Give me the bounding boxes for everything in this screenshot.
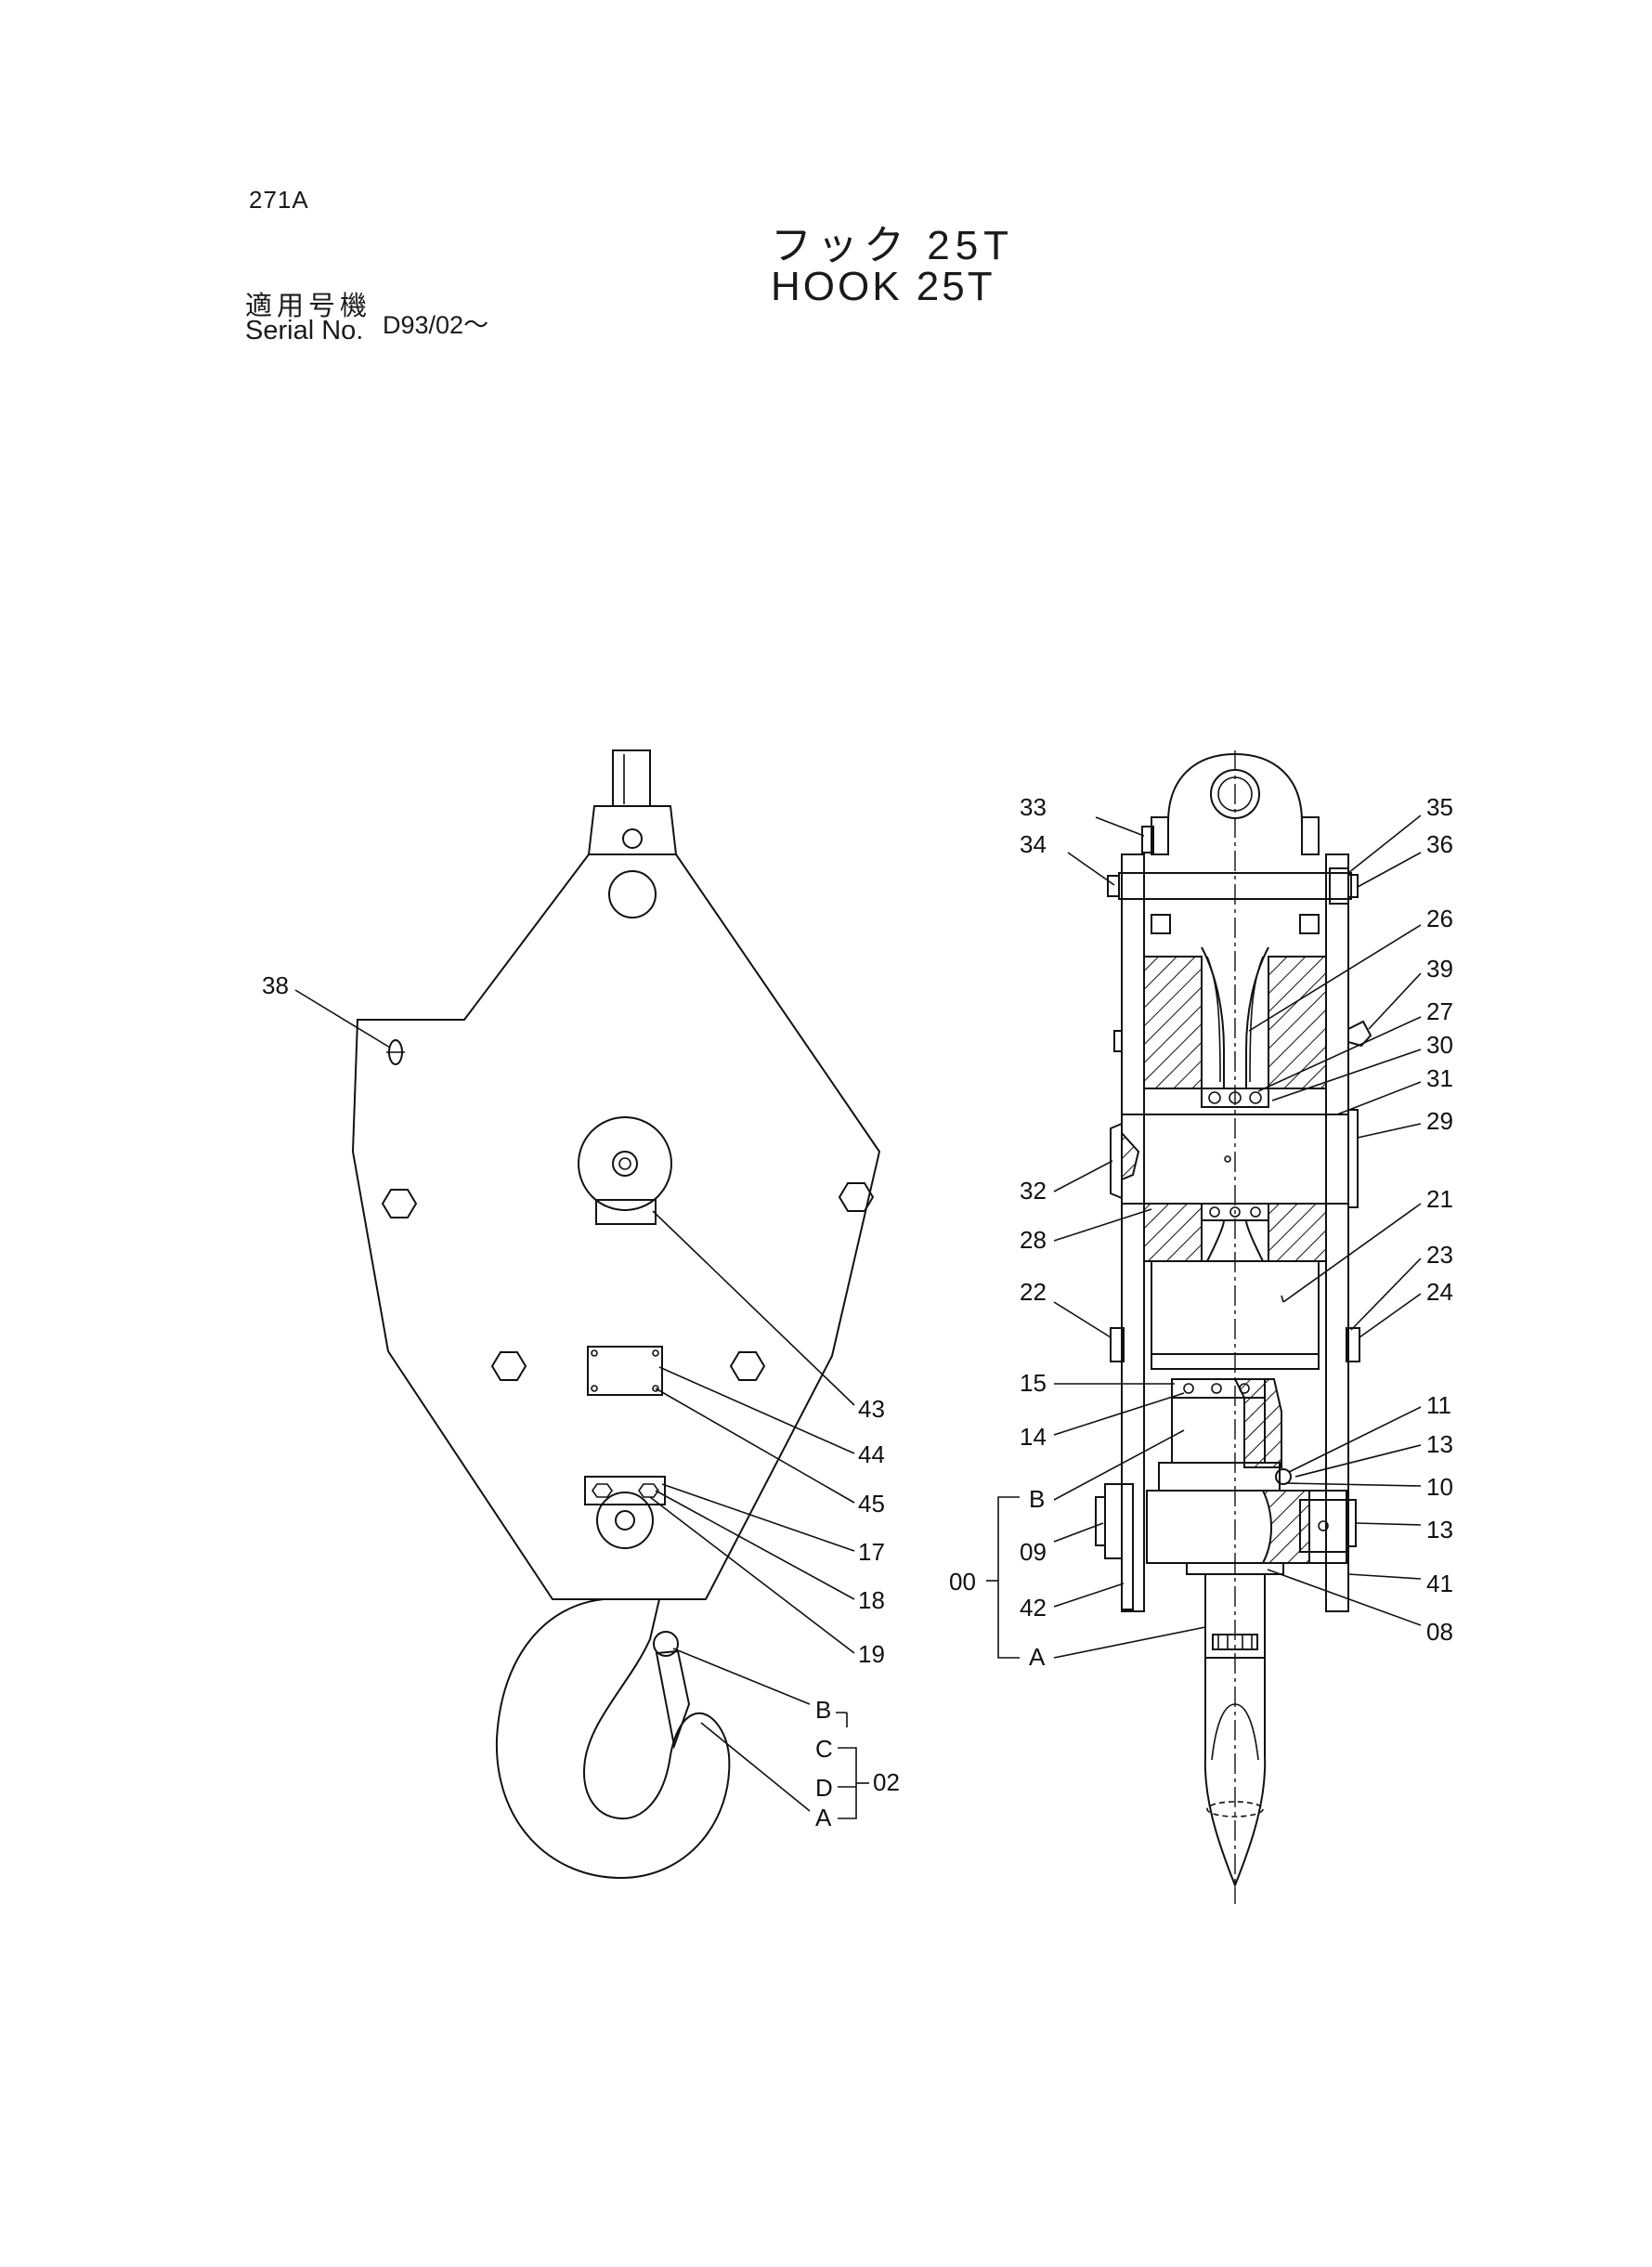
- side-plate: [351, 853, 881, 1600]
- grease-nipple-39: [1347, 1020, 1372, 1048]
- callout-29: 29: [1426, 1107, 1453, 1135]
- swivel-plate: [584, 1476, 666, 1505]
- lower-sheave-left: [1143, 1203, 1203, 1262]
- assembly-group-callout: 00: [949, 1568, 976, 1596]
- callout-27: 27: [1426, 997, 1453, 1025]
- right-side-plate: [1325, 853, 1349, 1612]
- callout-34: 34: [1020, 830, 1047, 858]
- serial-label-english: Serial No.: [245, 316, 364, 345]
- hook-shank: [1204, 1573, 1266, 1659]
- latch-group-callout: 02: [873, 1768, 900, 1796]
- top-shackle-ear: [612, 749, 651, 807]
- callout-30: 30: [1426, 1031, 1453, 1059]
- grease-fitting-plate: [595, 1199, 657, 1225]
- serial-value: D93/02～: [383, 311, 489, 339]
- hook-latch: [655, 1649, 691, 1750]
- callout-39: 39: [1426, 955, 1453, 983]
- callout-26: 26: [1426, 905, 1453, 932]
- callout-33: 33: [1020, 793, 1047, 821]
- lock-plate-32: [1110, 1123, 1123, 1199]
- side-plate-42: [1121, 1483, 1134, 1610]
- lower-sheave-right: [1268, 1203, 1327, 1262]
- top-shackle-section: [1167, 752, 1303, 854]
- callout-32: 32: [1020, 1177, 1047, 1205]
- callout-45: 45: [858, 1490, 885, 1518]
- callout-41: 41: [1426, 1570, 1453, 1597]
- callout-42: 42: [1020, 1594, 1047, 1622]
- upper-sheave-left: [1143, 956, 1203, 1089]
- bearing-30: [1201, 1088, 1269, 1108]
- callout-31: 31: [1426, 1064, 1453, 1092]
- spacer-21: [1151, 1260, 1320, 1355]
- swivel-nut: [596, 1492, 654, 1549]
- name-plate: [587, 1346, 663, 1396]
- latch-callout-D: D: [815, 1774, 833, 1802]
- title-english: HOOK 25T: [771, 264, 995, 309]
- title-japanese: フック 25T: [771, 223, 1015, 268]
- hex-bolt: [729, 1351, 766, 1381]
- assembly-callout-A: A: [1029, 1643, 1046, 1671]
- hook-block-section-view: [1095, 750, 1372, 1904]
- serial-label-japanese: 適用号機: [245, 292, 372, 321]
- callout-21: 21: [1426, 1185, 1453, 1213]
- hook-side-section: [1203, 1658, 1267, 1888]
- sheave-groove: [1201, 946, 1269, 1088]
- callout-44: 44: [858, 1440, 885, 1468]
- retainer-33: [1141, 826, 1154, 853]
- callout-18: 18: [858, 1586, 885, 1614]
- callout-11: 11: [1426, 1391, 1451, 1419]
- callout-38: 38: [262, 971, 289, 999]
- bolt-22: [1110, 1327, 1125, 1362]
- callout-08: 08: [1426, 1618, 1453, 1646]
- callout-13-lower: 13: [1426, 1516, 1453, 1544]
- callout-23: 23: [1426, 1241, 1453, 1269]
- assembly-callout-B: B: [1029, 1485, 1045, 1513]
- set-screw-11: [1275, 1468, 1292, 1485]
- latch-pin: [653, 1631, 679, 1657]
- sheave-pin-cap: [578, 1116, 672, 1211]
- latch-callout-B: B: [815, 1696, 831, 1724]
- top-pin-hole: [608, 870, 657, 919]
- callout-09: 09: [1020, 1538, 1047, 1566]
- hook-block-front-view: [351, 749, 881, 1880]
- callout-43: 43: [858, 1395, 885, 1423]
- upper-sheave-right: [1268, 956, 1327, 1089]
- callout-13-upper: 13: [1426, 1430, 1453, 1458]
- callout-17: 17: [858, 1538, 885, 1566]
- retainer-plate-09: [1104, 1483, 1123, 1559]
- hex-bolt: [490, 1351, 527, 1381]
- front-view-callouts: 38 43 44 45 17 18 19 B C D A 02: [262, 971, 900, 1831]
- callout-19: 19: [858, 1640, 885, 1668]
- hex-bolt: [838, 1182, 875, 1212]
- callout-15: 15: [1020, 1369, 1047, 1397]
- hook-body: [495, 1598, 731, 1880]
- latch-callout-C: C: [815, 1735, 833, 1763]
- callout-14: 14: [1020, 1423, 1047, 1451]
- callout-10: 10: [1426, 1473, 1453, 1501]
- callout-36: 36: [1426, 830, 1453, 858]
- page-code: 271A: [249, 186, 309, 214]
- callout-35: 35: [1426, 793, 1453, 821]
- callout-22: 22: [1020, 1278, 1047, 1306]
- callout-28: 28: [1020, 1226, 1047, 1254]
- plate-29: [1348, 1109, 1359, 1208]
- section-view-callouts: 33 34 32 28 22 15 14 09 42 B A 00 35 36 …: [949, 793, 1453, 1671]
- hex-bolt: [381, 1189, 418, 1218]
- latch-callout-A: A: [815, 1804, 832, 1831]
- callout-24: 24: [1426, 1278, 1453, 1306]
